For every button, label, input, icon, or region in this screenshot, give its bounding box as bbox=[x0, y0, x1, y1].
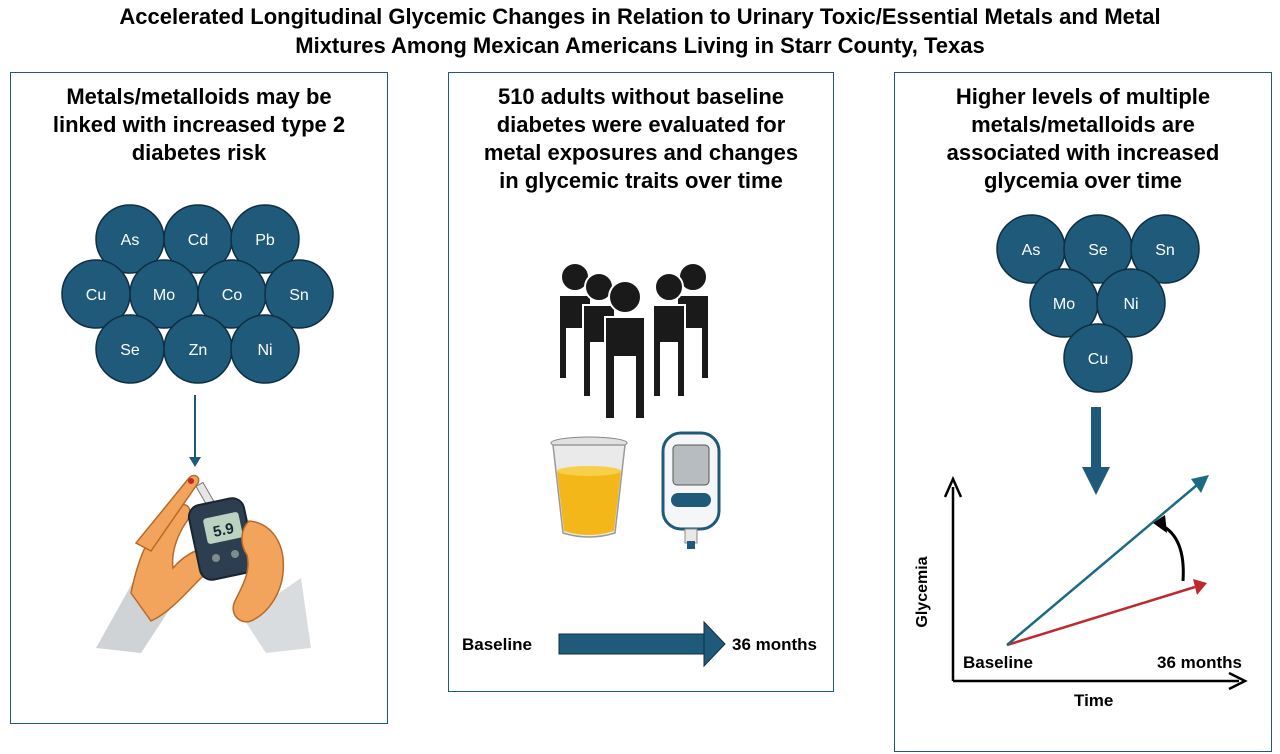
timeline-end-label: 36 months bbox=[732, 635, 818, 654]
metal-circle-co: Co bbox=[197, 259, 267, 329]
low-exposure-trend-line bbox=[1006, 579, 1207, 647]
panel-1-illustration: As Cd Pb Cu Mo Co Sn Se Zn Ni 5.9 bbox=[61, 204, 334, 653]
graph-xlabel: Time bbox=[1074, 691, 1114, 710]
panel-study-design: 510 adults without baseline diabetes wer… bbox=[448, 72, 834, 692]
metal-circle-cu-2: Cu bbox=[1063, 323, 1133, 393]
title-line-1: Accelerated Longitudinal Glycemic Change… bbox=[119, 4, 1161, 29]
metal-label-co: Co bbox=[222, 287, 243, 304]
panel-glycemia-result: Higher levels of multiple metals/metallo… bbox=[894, 72, 1272, 752]
panel-3-heading: Higher levels of multiple metals/metallo… bbox=[946, 84, 1220, 193]
panel-1-heading: Metals/metalloids may be linked with inc… bbox=[52, 84, 346, 165]
timeline-arrow-icon bbox=[558, 620, 726, 668]
metal-label-mo: Mo bbox=[153, 287, 175, 304]
title-line-2: Mixtures Among Mexican Americans Living … bbox=[295, 33, 985, 58]
metal-label-se-2: Se bbox=[1088, 242, 1108, 259]
metal-label-zn: Zn bbox=[189, 342, 208, 359]
metal-label-cu-2: Cu bbox=[1088, 351, 1108, 368]
curved-increase-arrow-icon bbox=[1153, 515, 1185, 582]
panel-3-illustration: As Se Sn Mo Ni Cu bbox=[943, 214, 1248, 691]
metal-label-ni: Ni bbox=[257, 342, 272, 359]
panel-2-heading: 510 adults without baseline diabetes wer… bbox=[483, 84, 799, 193]
figure-title: Accelerated Longitudinal Glycemic Change… bbox=[0, 2, 1280, 60]
people-group-icon bbox=[558, 262, 710, 420]
metal-circle-se: Se bbox=[95, 314, 165, 384]
metal-circle-cd: Cd bbox=[163, 204, 233, 274]
finger-prick-glucometer-icon: 5.9 bbox=[96, 474, 311, 653]
metal-circle-as-2: As bbox=[996, 214, 1066, 284]
graph-start-label: Baseline bbox=[963, 653, 1033, 672]
metal-label-pb: Pb bbox=[255, 232, 275, 249]
metal-cluster-2: As Se Sn Mo Ni Cu bbox=[996, 214, 1200, 393]
metal-circle-pb: Pb bbox=[230, 204, 300, 274]
metal-label-cu: Cu bbox=[86, 287, 106, 304]
arrow-down-icon bbox=[189, 395, 201, 467]
glucose-meter-icon bbox=[661, 431, 721, 549]
metal-cluster-1: As Cd Pb Cu Mo Co Sn Se Zn Ni bbox=[61, 204, 334, 384]
metal-label-as: As bbox=[121, 232, 140, 249]
glycemia-graph-axes bbox=[943, 475, 1248, 691]
metal-label-sn: Sn bbox=[289, 287, 309, 304]
timeline-start-label: Baseline bbox=[462, 635, 532, 654]
metal-label-mo-2: Mo bbox=[1053, 296, 1075, 313]
high-exposure-trend-line bbox=[1006, 475, 1209, 646]
metal-circle-mo-2: Mo bbox=[1029, 268, 1099, 338]
glucometer-reading: 5.9 bbox=[212, 520, 236, 541]
urine-sample-cup-icon bbox=[550, 436, 628, 538]
metal-circle-sn-2: Sn bbox=[1130, 214, 1200, 284]
metal-label-sn-2: Sn bbox=[1155, 242, 1175, 259]
graph-end-label: 36 months bbox=[1157, 653, 1243, 672]
metal-label-cd: Cd bbox=[188, 232, 208, 249]
panel-metals-risk: Metals/metalloids may be linked with inc… bbox=[10, 72, 388, 724]
metal-circle-sn: Sn bbox=[264, 259, 334, 329]
metal-label-as-2: As bbox=[1022, 242, 1041, 259]
metal-circle-mo: Mo bbox=[129, 259, 199, 329]
metal-circle-cu: Cu bbox=[61, 259, 131, 329]
metal-circle-zn: Zn bbox=[163, 314, 233, 384]
metal-label-se: Se bbox=[120, 342, 140, 359]
arrow-down-icon-2 bbox=[1082, 407, 1110, 495]
metal-circle-ni-2: Ni bbox=[1096, 268, 1166, 338]
metal-circle-ni: Ni bbox=[230, 314, 300, 384]
graph-ylabel: Glycemia bbox=[914, 556, 931, 628]
panel-2-illustration bbox=[550, 262, 726, 668]
metal-label-ni-2: Ni bbox=[1123, 296, 1138, 313]
